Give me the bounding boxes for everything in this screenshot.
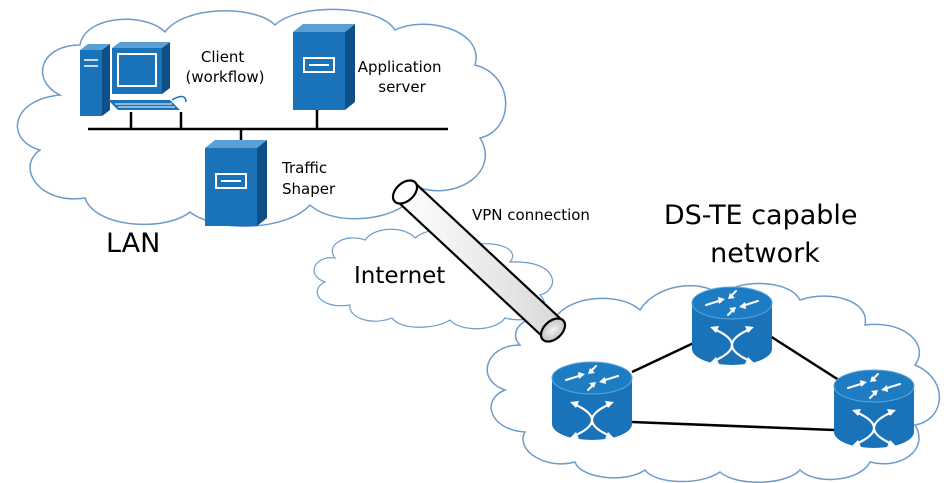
lan-label: LAN: [106, 228, 160, 259]
application-server-icon: [292, 23, 356, 111]
router-icon: [690, 285, 774, 367]
application-server-label: Application server: [358, 58, 447, 96]
dste-network-label: DS-TE capable network: [664, 200, 866, 269]
network-links: [631, 334, 843, 432]
router-icon: [832, 368, 916, 450]
internet-label: Internet: [354, 263, 445, 289]
desktop-computer-icon: [80, 42, 187, 116]
vpn-connection-label: VPN connection: [472, 206, 590, 224]
traffic-shaper-label: Traffic Shaper: [281, 159, 336, 198]
vpn-tunnel: [391, 179, 567, 343]
traffic-shaper-icon: [204, 139, 268, 227]
client-label: Client (workflow): [186, 48, 265, 86]
router-icon: [550, 360, 634, 442]
